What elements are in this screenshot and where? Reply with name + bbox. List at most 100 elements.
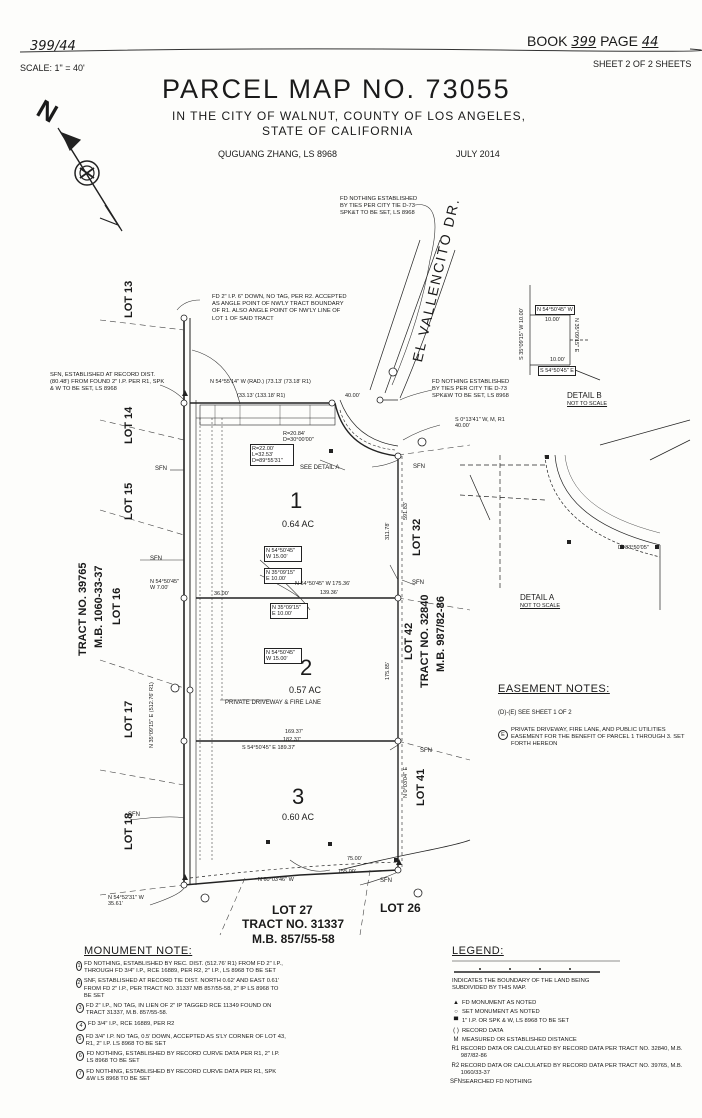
detail-b-distance-4: 10.00' xyxy=(550,357,565,363)
sfn-label: SFN xyxy=(128,812,140,818)
bearing-box-p2: N 35°09'15" E 10.00' xyxy=(270,603,308,619)
bearing-east-top: S 0°13'41" W, M, R1 40.00' xyxy=(455,417,505,429)
detail-b-bearing-1: N 54°50'45" W xyxy=(535,305,575,315)
legend-list: ▲FD MONUMENT AS NOTED ○SET MONUMENT AS N… xyxy=(450,1000,685,1088)
lot-32-label: LOT 32 xyxy=(411,518,423,556)
adjacent-lot-lines xyxy=(99,319,471,936)
bearing-east-p3: N 0°03'04" E xyxy=(403,766,409,798)
book-label: BOOK xyxy=(527,33,568,49)
legend-symbol: R2 xyxy=(451,1062,460,1069)
easement-note-1-ref: (D)-(E) xyxy=(498,710,517,716)
sheet-count: SHEET 2 OF 2 SHEETS xyxy=(593,59,692,69)
lot-41-label: LOT 41 xyxy=(415,768,427,806)
north-arrow-icon xyxy=(57,127,123,232)
private-driveway-label: PRIVATE DRIVEWAY & FIRE LANE xyxy=(225,700,322,706)
easement-note-2-ref: E xyxy=(498,729,508,740)
bearing-southwest: N 54°52'31" W 35.61' xyxy=(108,895,144,907)
detail-b-distance-1: 10.00' xyxy=(545,317,560,323)
map-scale: SCALE: 1" = 40' xyxy=(20,63,85,73)
sfn-label: SFN xyxy=(420,748,432,754)
book-number: 399 xyxy=(571,35,597,50)
detail-b-bearing-1-text: N 54°50'45" W xyxy=(537,307,573,313)
easement-note-1-text: SEE SHEET 1 OF 2 xyxy=(518,710,572,716)
legend-item: ○SET MONUMENT AS NOTED xyxy=(450,1009,685,1016)
tract-south-book: M.B. 857/55-58 xyxy=(252,932,335,946)
detail-b-drawing xyxy=(529,285,601,381)
sfn-label: SFN xyxy=(155,466,167,472)
detail-b-bearing-3: N 35°09'15" E xyxy=(573,318,579,353)
detail-a-delta: D=83°50'05" xyxy=(618,545,649,551)
legend-symbol: SFN xyxy=(450,1079,462,1086)
monument-note-number: 3 xyxy=(76,1003,84,1014)
legend-item: ( )RECORD DATA xyxy=(450,1028,685,1035)
parcel-1-number: 1 xyxy=(290,488,303,513)
detail-b-label: DETAIL B xyxy=(567,391,602,400)
distance-west-jog: 36.00' xyxy=(214,591,229,597)
callout-fd-nothing-top: FD NOTHING ESTABLISHED BY TIES PER CITY … xyxy=(340,196,418,217)
sfn-label: SFN xyxy=(380,878,392,884)
legend-text: RECORD DATA xyxy=(462,1027,504,1034)
parcel-3-number: 3 xyxy=(292,784,305,809)
detail-b-bearing-2: S 35°09'15" W 10.00' xyxy=(519,308,525,360)
distance-east-long: 591.83' xyxy=(403,502,409,520)
parcel-2-area: 0.57 AC xyxy=(289,685,322,695)
monument-notes-heading: MONUMENT NOTE: xyxy=(84,945,193,957)
callout-sfn-established: SFN, ESTABLISHED AT RECORD DIST. (80.48'… xyxy=(50,372,165,393)
monument-note-text: FD 2" I.P., NO TAG, IN LIEN OF 2" IP TAG… xyxy=(85,1003,272,1017)
bearing-top: N 54°55'14" W (RAD.) (73.13' (73.18' R1) xyxy=(210,379,311,385)
callout-fd-nothing-mid: FD NOTHING ESTABLISHED BY TIES PER CITY … xyxy=(432,379,510,400)
legend-boundary-text: INDICATES THE BOUNDARY OF THE LAND BEING… xyxy=(452,978,590,992)
legend-text: SEARCHED FD NOTHING xyxy=(462,1079,532,1086)
parcel-1-area: 0.64 AC xyxy=(282,519,315,529)
parcel-3-area: 0.60 AC xyxy=(282,812,315,822)
distance-p23-a: 169.37' xyxy=(285,729,303,735)
legend-item: ▲FD MONUMENT AS NOTED xyxy=(450,1000,685,1007)
sfn-label: SFN xyxy=(150,556,162,562)
monument-note-text: FD NOTHING, ESTABLISHED BY REC. DIST. (5… xyxy=(84,961,283,975)
monument-note-number: 7 xyxy=(76,1068,85,1079)
legend-text: FD MONUMENT AS NOTED xyxy=(462,1000,537,1006)
page-label: PAGE xyxy=(600,33,638,49)
page-number: 44 xyxy=(641,35,659,50)
see-detail-a-callout: SEE DETAIL A xyxy=(300,465,340,471)
detail-b-scale: NOT TO SCALE xyxy=(567,401,608,407)
easement-note-1: (D)-(E) SEE SHEET 1 OF 2 xyxy=(498,710,572,716)
bearing-p23: S 54°50'45" E 189.37' xyxy=(242,745,296,751)
monument-note-number: 4 xyxy=(76,1020,86,1031)
subtitle-city-county: IN THE CITY OF WALNUT, COUNTY OF LOS ANG… xyxy=(172,109,526,123)
bearing-box-p2b: N 54°50'45" W 15.00' xyxy=(264,648,302,664)
legend-heading: LEGEND: xyxy=(452,945,504,957)
legend-symbol: ( ) xyxy=(453,1027,459,1034)
detail-a-scale: NOT TO SCALE xyxy=(520,603,561,609)
subdivision-boundary xyxy=(183,318,471,886)
callout-fd-2in-ip: FD 2" I.P. 6" DOWN, NO TAG, PER R2. ACCE… xyxy=(212,294,347,322)
legend-symbol: ▀ xyxy=(453,1018,459,1025)
curve-data-1: R=22.00' L=32.53' D=89°55'31" xyxy=(250,444,294,466)
legend-symbol: M xyxy=(453,1036,459,1043)
monument-note-number: 2 xyxy=(76,978,82,989)
monument-note-text: SNF, ESTABLISHED AT RECORD TIE DIST. NOR… xyxy=(83,978,280,999)
legend-symbol: R1 xyxy=(451,1046,460,1053)
legend-text: MEASURED OR ESTABLISHED DISTANCE xyxy=(462,1036,577,1043)
bearing-west-jog: N 54°50'45" W 7.00' xyxy=(150,579,180,591)
legend-symbol: ○ xyxy=(454,1009,458,1016)
tract-east-book: M.B. 987/82-86 xyxy=(435,596,447,672)
legend-item: ▀1" I.P. OR SPK & W, LS 8968 TO BE SET xyxy=(450,1018,685,1025)
distance-east-p2: 175.85' xyxy=(385,662,391,680)
legend-boundary-dots xyxy=(479,968,571,970)
bearing-west-long: N 35°09'15" E (512.76' R1) xyxy=(149,682,155,748)
surveyor-name: QUGUANG ZHANG, LS 8968 xyxy=(218,149,338,159)
lot-13-label: LOT 13 xyxy=(123,280,135,318)
easement-note-2: E xyxy=(498,727,510,743)
leader-lines xyxy=(129,204,441,906)
